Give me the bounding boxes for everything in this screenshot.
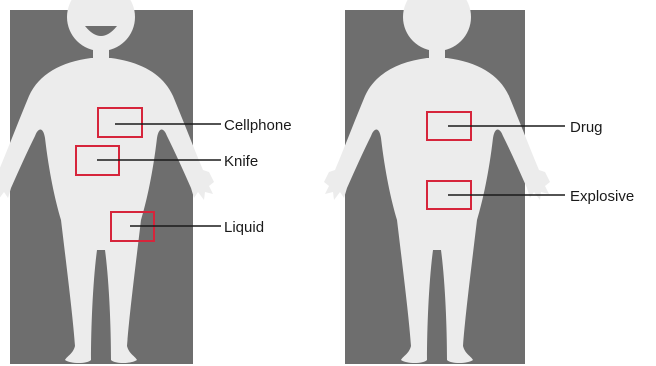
explosive-label: Explosive [570, 188, 634, 205]
liquid-label: Liquid [224, 219, 264, 236]
knife-label: Knife [224, 153, 258, 170]
right-panel: Drug Explosive [324, 0, 634, 364]
left-panel: Cellphone Knife Liquid [0, 0, 292, 364]
cellphone-label: Cellphone [224, 117, 292, 134]
drug-label: Drug [570, 119, 603, 136]
